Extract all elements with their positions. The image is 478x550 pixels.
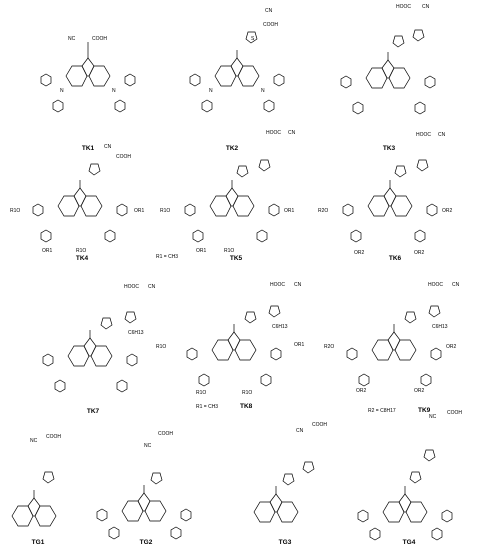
atom-cooh: COOH — [312, 422, 327, 428]
label-tk1: TK1 — [82, 145, 95, 152]
atom-c6h13: C6H13 — [272, 324, 288, 330]
atom-r1o: R1O — [196, 390, 206, 396]
label-tg1: TG1 — [32, 539, 45, 546]
label-tk2: TK2 — [226, 145, 239, 152]
molecule-tk9: HOOC CN C6H13 R2O OR2 OR2 OR2 — [324, 282, 460, 394]
atom-cn: CN — [296, 428, 304, 434]
label-tg2: TG2 — [140, 539, 153, 546]
atom-hooc: HOOC — [124, 284, 139, 290]
atom-or2: OR2 — [356, 388, 367, 394]
atom-n: N — [261, 88, 265, 94]
atom-cooh: COOH — [46, 434, 61, 440]
atom-hooc: HOOC — [270, 282, 285, 288]
atom-or1: OR1 — [196, 248, 207, 254]
molecule-tk7: HOOC CN C6H13 — [42, 284, 156, 393]
atom-r2o: R2O — [324, 344, 334, 350]
molecule-tk4: CN COOH R1O OR1 OR1 R1O — [10, 144, 145, 254]
atom-n: N — [209, 88, 213, 94]
atom-hooc: HOOC — [266, 130, 281, 136]
note-tk4: R1 = CH3 — [156, 254, 178, 260]
atom-r1o: R1O — [160, 208, 170, 214]
atom-nc: NC — [429, 414, 437, 420]
label-tg3: TG3 — [279, 539, 292, 546]
atom-or1: OR1 — [294, 342, 305, 348]
note-tk9: R2 = C8H17 — [368, 408, 396, 414]
atom-c6h13: C6H13 — [432, 324, 448, 330]
label-tk7: TK7 — [87, 408, 100, 415]
molecule-tg3: CN COOH — [253, 422, 327, 523]
atom-hooc: HOOC — [428, 282, 443, 288]
atom-cn: CN — [288, 130, 296, 136]
atom-r1o: R1O — [10, 208, 20, 214]
atom-or1: OR1 — [284, 208, 295, 214]
label-tk4: TK4 — [76, 255, 89, 262]
atom-n: N — [60, 88, 64, 94]
atom-cooh: COOH — [158, 431, 173, 437]
atom-r1o: R1O — [156, 344, 166, 350]
molecule-tk5: HOOC CN R1O OR1 OR1 R1O — [160, 130, 296, 254]
molecule-tk8: HOOC CN C6H13 R1O OR1 R1O R1O — [156, 282, 305, 396]
atom-nc: NC — [30, 438, 38, 444]
atom-or2: OR2 — [414, 250, 425, 256]
atom-cn: CN — [438, 132, 446, 138]
atom-cn: CN — [294, 282, 302, 288]
atom-cn: CN — [452, 282, 460, 288]
label-tg4: TG4 — [403, 539, 416, 546]
atom-cooh: COOH — [447, 410, 462, 416]
atom-n: N — [112, 88, 116, 94]
atom-nc: NC — [144, 443, 152, 449]
atom-cooh: COOH — [116, 154, 131, 160]
label-tk3: TK3 — [383, 145, 396, 152]
atom-cn: CN — [148, 284, 156, 290]
molecule-tk2: S CN COOH N N — [189, 8, 285, 113]
atom-or2: OR2 — [442, 208, 453, 214]
label-tk6: TK6 — [389, 255, 402, 262]
label-tk8: TK8 — [240, 403, 253, 410]
molecule-tg4: NC COOH — [357, 410, 462, 541]
atom-cooh: COOH — [92, 36, 107, 42]
label-tk5: TK5 — [230, 255, 243, 262]
atom-or2: OR2 — [446, 344, 457, 350]
atom-or2: OR2 — [354, 250, 365, 256]
atom-r1o: R1O — [76, 248, 86, 254]
atom-s: S — [251, 36, 255, 42]
atom-hooc: HOOC — [416, 132, 431, 138]
molecule-tg1: NC COOH — [11, 434, 61, 527]
molecule-tg2: NC COOH — [96, 431, 192, 540]
atom-cooh: COOH — [263, 22, 278, 28]
atom-hooc: HOOC — [396, 4, 411, 10]
atom-r2o: R2O — [318, 208, 328, 214]
atom-or2: OR2 — [414, 388, 425, 394]
label-tk9: TK9 — [418, 407, 431, 414]
atom-cn: CN — [422, 4, 430, 10]
molecule-tk3: HOOC CN — [340, 4, 436, 115]
molecule-tk1: NC COOH N N — [40, 36, 136, 113]
atom-cn: CN — [265, 8, 273, 14]
atom-r1o: R1O — [224, 248, 234, 254]
atom-r1o: R1O — [242, 390, 252, 396]
molecule-tk6: HOOC CN R2O OR2 OR2 OR2 — [318, 132, 453, 256]
atom-nc: NC — [68, 36, 76, 42]
note-tk8: R1 = CH3 — [196, 404, 218, 410]
atom-or1: OR1 — [42, 248, 53, 254]
atom-c6h13: C6H13 — [128, 330, 144, 336]
atom-cn: CN — [104, 144, 112, 150]
atom-or1: OR1 — [134, 208, 145, 214]
